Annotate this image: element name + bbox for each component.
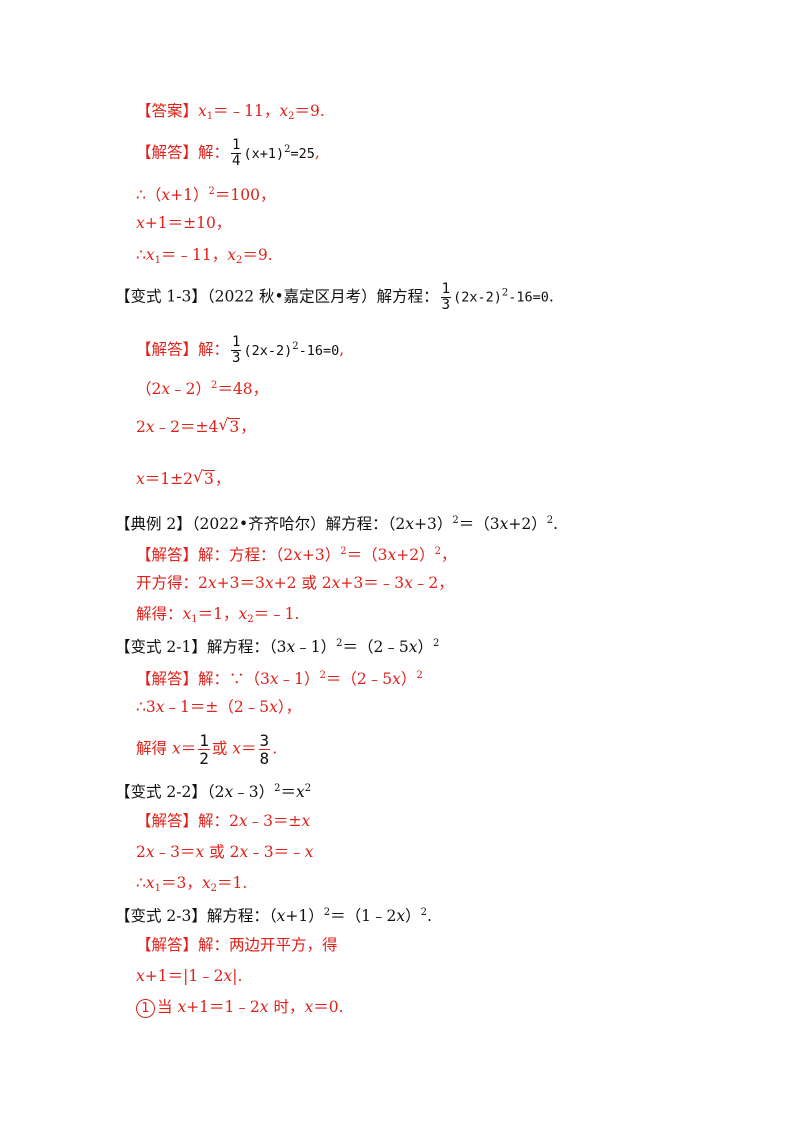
exercise-tag: 【变式 1-3】	[115, 287, 207, 306]
example-2-question: 【典例 2】（2022•齐齐哈尔）解方程：（2x+3）2＝（3x+2）2.	[115, 515, 559, 533]
solution-step: x+1＝±10，	[136, 214, 232, 232]
solution-step: ∴（x+1）2＝100，	[136, 186, 276, 204]
solution-step: ∴3x﹣1＝±（2﹣5x），	[136, 698, 302, 716]
solution-step: x＝1±23，	[136, 467, 230, 489]
solution-line-1: 【解答】解：方程：（2x+3）2＝（3x+2）2，	[136, 546, 457, 564]
solution-step: 2x﹣2＝±43，	[136, 415, 256, 437]
solution-step: 开方得：2x+3＝3x+2 或 2x+3＝﹣3x﹣2，	[136, 574, 454, 592]
square-root: 3	[193, 467, 215, 489]
solution-line-1: 【解答】解：两边开平方，得	[136, 936, 338, 954]
solution-tag: 【解答】	[136, 340, 199, 359]
solution-tag: 【解答】	[136, 812, 199, 830]
solution-line-1: 【解答】解：2x﹣3＝±x	[136, 812, 311, 830]
exercise-tag: 【变式 2-2】	[115, 783, 207, 801]
solution-step: ∴x1＝﹣11，x2＝9.	[136, 246, 273, 266]
solution-tag: 【解答】	[136, 670, 199, 688]
exercise-2-2-question: 【变式 2-2】（2x﹣3）2＝x2	[115, 783, 312, 801]
solution-step: 2x﹣3＝x 或 2x﹣3＝﹣x	[136, 843, 314, 861]
circled-number: 1	[136, 999, 155, 1018]
example-tag: 【典例 2】	[115, 515, 192, 533]
solution-tag: 【解答】	[136, 546, 199, 564]
exercise-tag: 【变式 2-3】	[115, 907, 207, 925]
exercise-2-1-question: 【变式 2-1】解方程：（3x﹣1）2＝（2﹣5x）2	[115, 638, 440, 656]
answer-line: 【答案】x1＝﹣11，x2＝9.	[136, 102, 325, 122]
solution-tag: 【解答】	[136, 936, 199, 954]
solution-line-1: 【解答】解：∵（3x﹣1）2＝（2﹣5x）2	[136, 670, 423, 688]
solution-step: （2x﹣2）2＝48，	[136, 380, 269, 398]
solution-step: 解得：x1＝1，x2＝﹣1.	[136, 605, 300, 625]
solution-step: x+1＝|1﹣2x|.	[136, 967, 243, 985]
solution-tag: 【解答】	[136, 143, 199, 162]
exercise-2-3-question: 【变式 2-3】解方程：（x+1）2＝（1﹣2x）2.	[115, 907, 432, 925]
solution-step: ∴x1＝3，x2＝1.	[136, 874, 248, 894]
answer-tag: 【答案】	[136, 102, 199, 120]
square-root: 3	[218, 415, 241, 437]
exercise-tag: 【变式 2-1】	[115, 638, 207, 656]
